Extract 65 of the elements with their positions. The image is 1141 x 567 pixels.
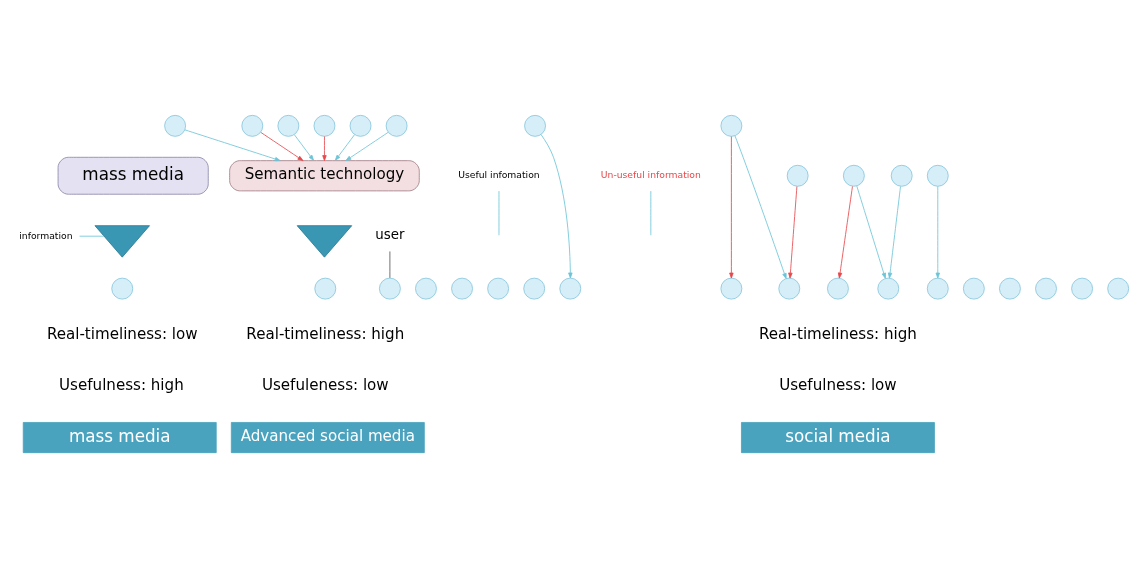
node-text: Un-useful information (600, 168, 701, 180)
connector (389, 250, 391, 278)
node-circle (926, 164, 949, 187)
arrow (837, 185, 853, 278)
node-circle (827, 277, 849, 300)
label: Real-timeliness: high (759, 324, 917, 343)
node-circle (962, 277, 985, 300)
node-circle (778, 277, 801, 300)
label: Real-timeliness: low (46, 324, 198, 343)
arrow (788, 185, 798, 278)
arrow (540, 133, 573, 278)
node-circle (164, 114, 186, 137)
node-circle (385, 114, 408, 137)
node-circle (277, 114, 300, 137)
node-circle (314, 277, 337, 300)
node-circle (313, 114, 336, 137)
node-circle (451, 277, 473, 300)
node-circle (890, 164, 913, 187)
node-circle (241, 114, 264, 137)
arrow (293, 133, 314, 161)
node-circle (349, 114, 372, 137)
arrow (345, 131, 389, 161)
arrow (729, 135, 734, 278)
node-circle (999, 277, 1021, 300)
node-text: information (19, 229, 73, 241)
label: Usefuleness: low (261, 375, 389, 394)
node-circle (720, 277, 743, 300)
node-circle (786, 164, 809, 187)
node-circle (926, 277, 949, 300)
node-circle (415, 277, 437, 300)
node-circle (1071, 277, 1093, 300)
node-circle (487, 277, 510, 300)
label: Usefulness: high (59, 375, 184, 394)
node-circle (379, 277, 401, 300)
node-box: social media (741, 421, 935, 453)
node-arrow (296, 224, 353, 258)
node-circle (523, 277, 546, 300)
arrow (734, 134, 787, 279)
arrow (856, 185, 886, 279)
node-circle (559, 277, 582, 300)
connector (79, 235, 105, 237)
arrow (887, 185, 901, 278)
arrow (260, 131, 304, 161)
connector (498, 190, 500, 236)
arrow (322, 135, 327, 161)
node-circle (524, 114, 546, 137)
connector (650, 190, 652, 236)
node-circle (1107, 277, 1130, 300)
node-box: Semantic technology (229, 159, 420, 191)
node-circle (877, 277, 900, 300)
node-box: mass media (57, 156, 209, 195)
node-text: Useful infomation (458, 168, 540, 180)
node-box: mass media (22, 421, 217, 453)
node-box: Advanced social media (230, 421, 425, 453)
node-circle (1035, 277, 1057, 300)
arrow (184, 128, 281, 161)
node-circle (720, 114, 743, 137)
label: Real-timeliness: high (246, 324, 405, 343)
node-arrow (94, 224, 150, 258)
arrow (334, 133, 355, 161)
arrow (935, 185, 940, 278)
node-circle (111, 277, 134, 300)
label: Usefulness: low (779, 375, 897, 394)
node-circle (842, 164, 865, 187)
node-text: user (375, 226, 405, 242)
